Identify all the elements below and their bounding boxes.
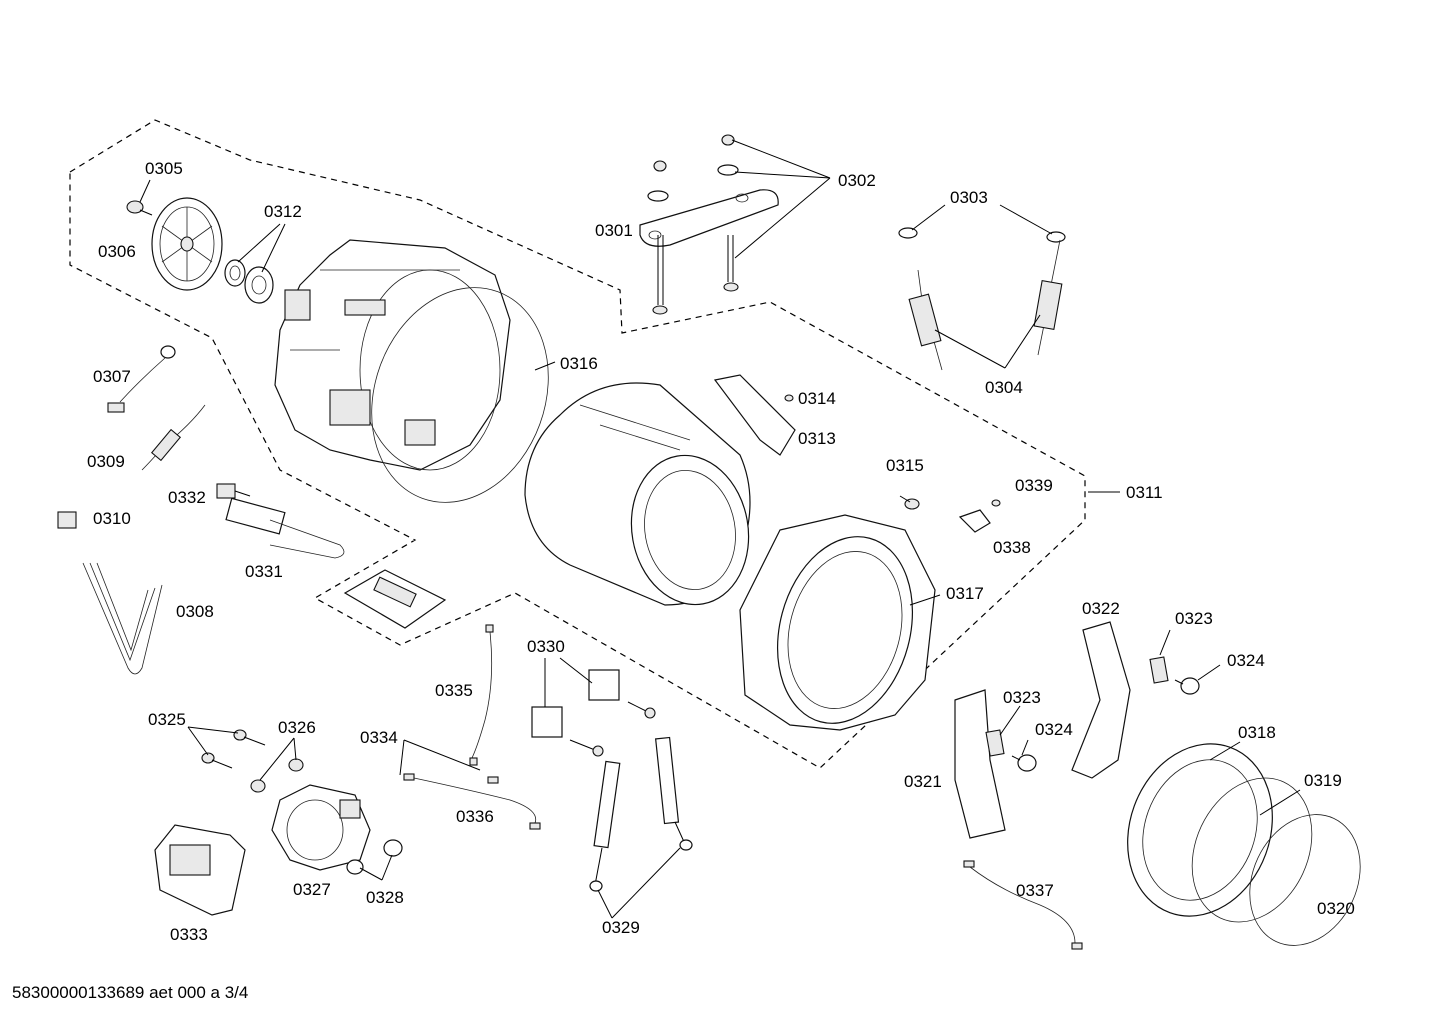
part-0303-washers bbox=[898, 227, 1066, 243]
label-0332: 0332 bbox=[168, 488, 206, 507]
part-0339-screw bbox=[991, 499, 1001, 507]
part-0321-hinge bbox=[954, 689, 1006, 839]
label-0333: 0333 bbox=[170, 925, 208, 944]
part-0328-bushings bbox=[346, 839, 403, 875]
part-0330-weights bbox=[531, 669, 656, 757]
label-0313: 0313 bbox=[798, 429, 836, 448]
label-0303: 0303 bbox=[950, 188, 988, 207]
label-0319: 0319 bbox=[1304, 771, 1342, 790]
label-0310: 0310 bbox=[93, 509, 131, 528]
part-0315-bolt bbox=[899, 495, 920, 510]
part-0332-connector bbox=[216, 483, 251, 499]
label-0323-a: 0323 bbox=[1175, 609, 1213, 628]
part-0317-front-tub bbox=[739, 514, 936, 731]
label-0337: 0337 bbox=[1016, 881, 1054, 900]
label-0327: 0327 bbox=[293, 880, 331, 899]
label-0330: 0330 bbox=[527, 637, 565, 656]
label-0317: 0317 bbox=[946, 584, 984, 603]
label-0325: 0325 bbox=[148, 710, 186, 729]
label-0321: 0321 bbox=[904, 772, 942, 791]
label-0328: 0328 bbox=[366, 888, 404, 907]
label-0320: 0320 bbox=[1317, 899, 1355, 918]
label-0301: 0301 bbox=[595, 221, 633, 240]
part-drum bbox=[524, 382, 751, 606]
part-0324-knob-b bbox=[1011, 754, 1037, 772]
label-0322: 0322 bbox=[1082, 599, 1120, 618]
part-0312-bearings bbox=[224, 259, 274, 304]
part-0337-wire bbox=[963, 860, 1083, 950]
label-0331: 0331 bbox=[245, 562, 283, 581]
leader-lines bbox=[139, 139, 1301, 919]
part-labels: 0305 0306 0312 0301 0302 0303 0304 0316 … bbox=[87, 159, 1355, 944]
label-0334: 0334 bbox=[360, 728, 398, 747]
part-0323-plate-a bbox=[1149, 656, 1169, 684]
label-0335: 0335 bbox=[435, 681, 473, 700]
label-0316: 0316 bbox=[560, 354, 598, 373]
part-0316-ring bbox=[371, 287, 549, 503]
label-0307: 0307 bbox=[93, 367, 131, 386]
drawing-reference-code: 58300000133689 aet 000 a 3/4 bbox=[12, 983, 248, 1002]
label-0308: 0308 bbox=[176, 602, 214, 621]
part-0336-wire bbox=[403, 773, 541, 830]
label-0323-b: 0323 bbox=[1003, 688, 1041, 707]
part-0304-springs bbox=[908, 239, 1063, 371]
label-0309: 0309 bbox=[87, 452, 125, 471]
part-sump-plate bbox=[343, 569, 447, 629]
part-0313-housing bbox=[713, 374, 796, 456]
label-0306: 0306 bbox=[98, 242, 136, 261]
label-0324-a: 0324 bbox=[1227, 651, 1265, 670]
label-0326: 0326 bbox=[278, 718, 316, 737]
part-0323-plate-b bbox=[985, 729, 1005, 757]
part-0322-hinge bbox=[1071, 621, 1131, 779]
part-0307-sensor bbox=[107, 345, 176, 413]
part-0325-screws bbox=[201, 729, 266, 769]
label-0318: 0318 bbox=[1238, 723, 1276, 742]
part-0331-heater bbox=[225, 497, 345, 559]
part-0305-screw bbox=[126, 200, 153, 216]
part-0335-wire bbox=[469, 624, 494, 766]
label-0338: 0338 bbox=[993, 538, 1031, 557]
part-0309-spring bbox=[141, 404, 206, 471]
part-0310-clip bbox=[57, 511, 77, 529]
label-0315: 0315 bbox=[886, 456, 924, 475]
label-0339: 0339 bbox=[1015, 476, 1053, 495]
part-0333-control-module bbox=[154, 824, 246, 916]
part-0306-pulley bbox=[151, 197, 223, 291]
part-0326-fasteners bbox=[250, 758, 304, 793]
label-0336: 0336 bbox=[456, 807, 494, 826]
label-0304: 0304 bbox=[985, 378, 1023, 397]
part-0327-motor bbox=[271, 784, 371, 871]
label-0305: 0305 bbox=[145, 159, 183, 178]
assembly-boundary-outline bbox=[69, 119, 1086, 769]
label-0311: 0311 bbox=[1126, 483, 1163, 502]
part-rear-tub bbox=[274, 239, 511, 471]
part-0338-latch bbox=[958, 509, 991, 533]
label-0302: 0302 bbox=[838, 171, 876, 190]
part-0320-clamp-ring bbox=[1249, 814, 1361, 946]
part-0324-knob-a bbox=[1174, 677, 1200, 695]
part-0319-clamp-ring bbox=[1191, 777, 1313, 923]
part-0308-belt bbox=[82, 562, 163, 675]
part-0329-shock-absorbers bbox=[589, 736, 693, 892]
label-0324-b: 0324 bbox=[1035, 720, 1073, 739]
part-0302-fasteners bbox=[647, 134, 739, 315]
label-0329: 0329 bbox=[602, 918, 640, 937]
label-0312: 0312 bbox=[264, 202, 302, 221]
label-0314: 0314 bbox=[798, 389, 836, 408]
part-0301-bracket bbox=[639, 189, 779, 247]
